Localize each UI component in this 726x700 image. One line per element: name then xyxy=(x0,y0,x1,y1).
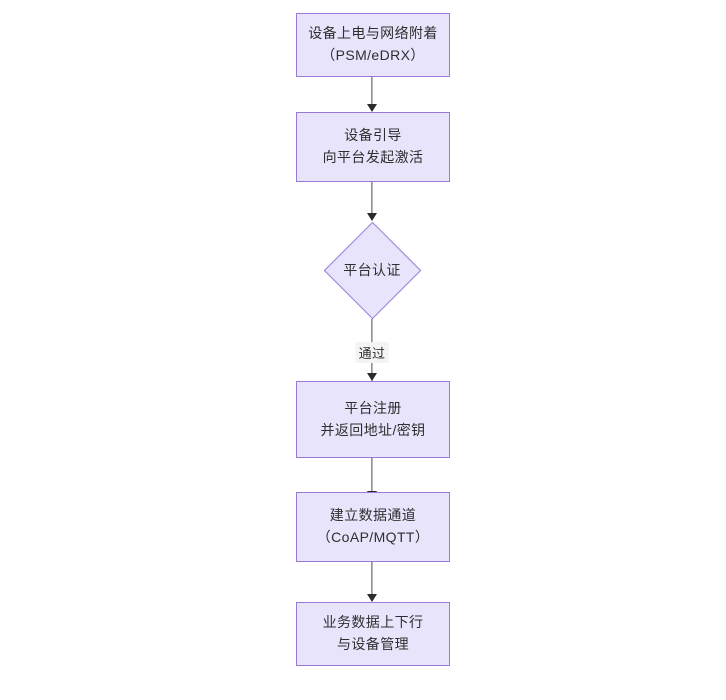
edge-3-arrowhead xyxy=(367,373,377,381)
node-data-channel-line-1: 建立数据通道 xyxy=(329,507,417,524)
node-business-data[interactable]: 业务数据上下行 与设备管理 xyxy=(296,602,450,666)
node-data-channel-line-2: （CoAP/MQTT） xyxy=(316,529,430,545)
node-platform-auth-label: 平台认证 xyxy=(343,262,401,278)
node-power-on-line-2: （PSM/eDRX） xyxy=(321,47,425,63)
node-platform-auth[interactable]: 平台认证 xyxy=(323,221,421,319)
node-data-channel[interactable]: 建立数据通道 （CoAP/MQTT） xyxy=(296,492,450,562)
edge-2-arrowhead xyxy=(367,213,377,221)
node-platform-register-line-1: 平台注册 xyxy=(344,399,402,416)
edge-1-line xyxy=(371,77,373,105)
node-bootstrap[interactable]: 设备引导 向平台发起激活 xyxy=(296,112,450,182)
node-bootstrap-line-2: 向平台发起激活 xyxy=(322,149,424,165)
edge-4-line xyxy=(371,458,373,492)
edge-5-arrowhead xyxy=(367,594,377,602)
edge-2-line xyxy=(371,182,373,214)
node-platform-register-line-2: 并返回地址/密钥 xyxy=(320,421,426,438)
node-power-on[interactable]: 设备上电与网络附着 （PSM/eDRX） xyxy=(296,13,450,77)
node-business-data-line-2: 与设备管理 xyxy=(337,636,409,652)
edge-5-line xyxy=(371,562,373,595)
edge-1-arrowhead xyxy=(367,104,377,112)
node-bootstrap-line-1: 设备引导 xyxy=(344,127,402,144)
node-platform-register[interactable]: 平台注册 并返回地址/密钥 xyxy=(296,381,450,458)
node-business-data-line-1: 业务数据上下行 xyxy=(322,614,424,631)
node-power-on-line-1: 设备上电与网络附着 xyxy=(308,25,438,42)
edge-3-label: 通过 xyxy=(355,342,389,363)
